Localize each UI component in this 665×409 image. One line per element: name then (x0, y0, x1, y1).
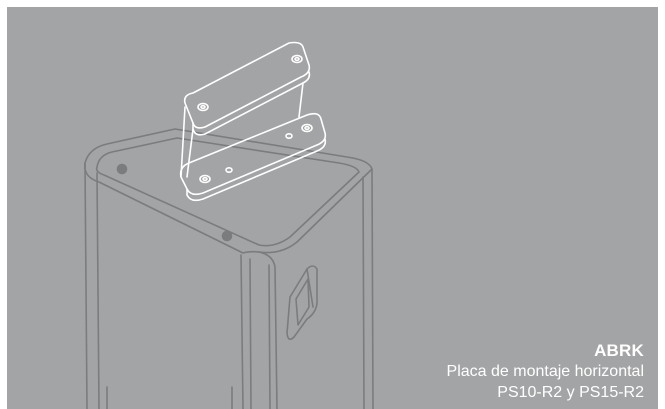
product-caption: ABRK Placa de montaje horizontal PS10-R2… (447, 340, 644, 403)
product-code: ABRK (594, 341, 644, 360)
speaker-illustration (83, 41, 374, 409)
mounting-bracket (179, 41, 327, 202)
product-description: Placa de montaje horizontal (446, 363, 644, 380)
speaker-cabinet (83, 128, 374, 409)
product-models: PS10-R2 y PS15-R2 (497, 384, 644, 401)
product-illustration-panel: ABRK Placa de montaje horizontal PS10-R2… (7, 7, 658, 409)
